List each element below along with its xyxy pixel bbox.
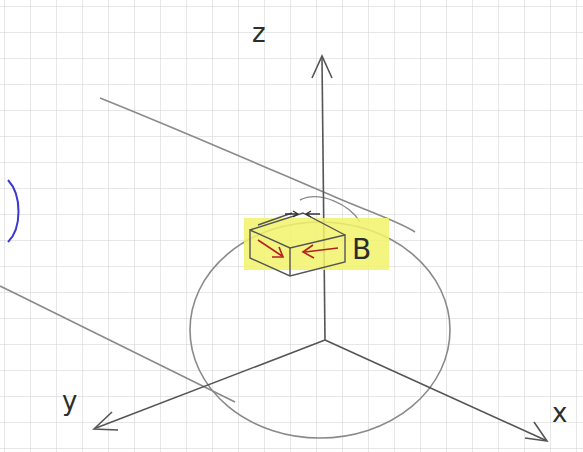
highlight	[244, 218, 389, 270]
top-mark	[285, 211, 320, 217]
cylinder-edge	[100, 98, 415, 232]
bracket	[8, 180, 19, 242]
axis-label: y	[62, 388, 77, 414]
cylinder-edge	[0, 286, 235, 402]
field-arrows	[258, 240, 338, 258]
volume-element	[250, 213, 345, 276]
axis-label: z	[252, 20, 266, 46]
axis-label: x	[552, 400, 567, 426]
coordinate-axes	[94, 56, 547, 441]
axis-label: B	[352, 236, 371, 264]
